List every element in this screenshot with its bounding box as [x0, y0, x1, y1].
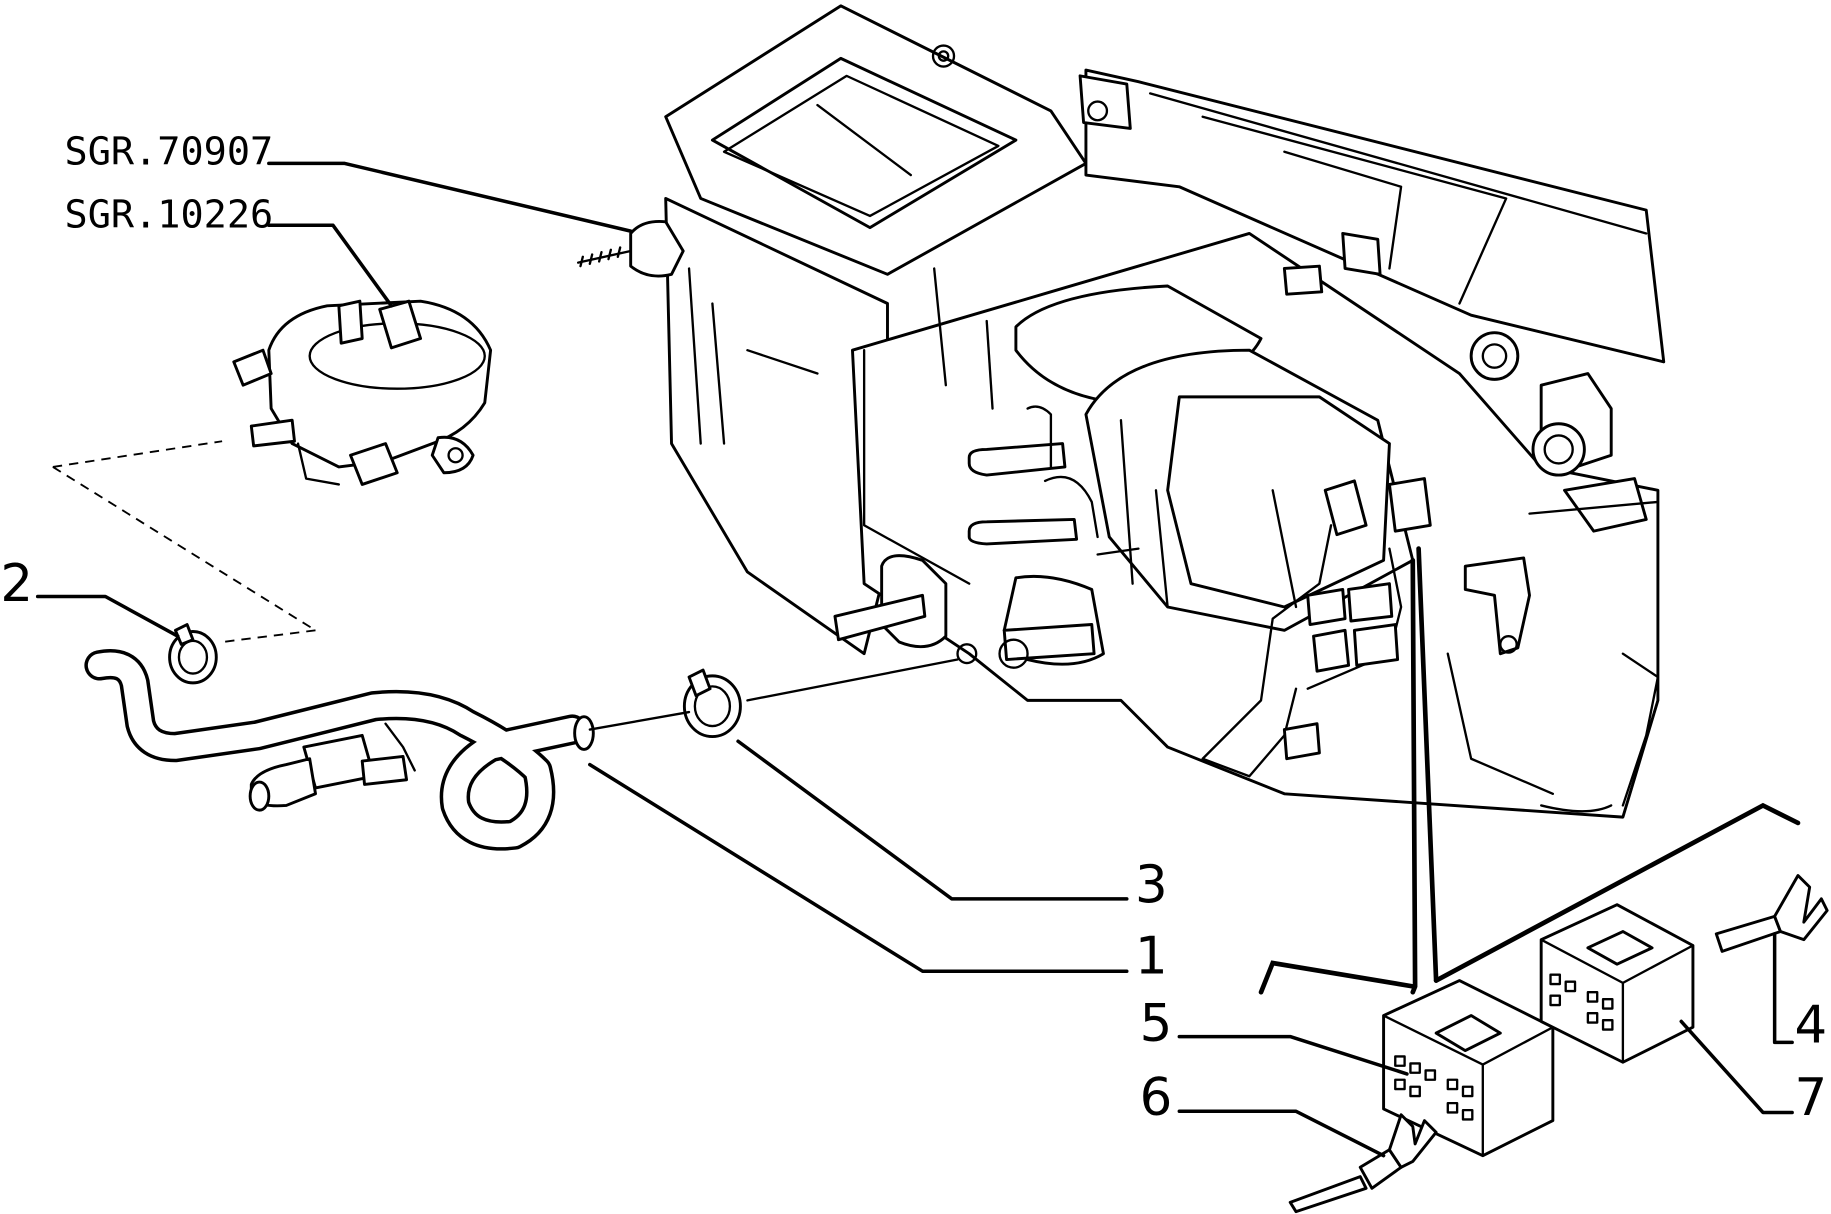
hose-clamp-2	[168, 623, 218, 685]
leader-4	[1772, 932, 1794, 1045]
heater-hose	[84, 649, 595, 851]
leader-1	[588, 762, 1129, 973]
callout-5: 5	[1140, 994, 1173, 1054]
callout-3: 3	[1135, 855, 1168, 915]
callout-2: 2	[0, 554, 33, 614]
callout-7: 7	[1794, 1068, 1827, 1128]
hose-clamp-3	[682, 668, 742, 739]
leader-6	[1177, 1109, 1386, 1158]
terminal-4	[1714, 874, 1829, 953]
leader-lines	[35, 161, 1794, 1158]
terminal-6	[1288, 1113, 1438, 1214]
labels: SGR.70907 SGR.10226 2 3 1 5 6 4 7	[0, 130, 1827, 1128]
assembly-guide-lines	[52, 440, 1801, 995]
leader-7	[1679, 1019, 1794, 1115]
callout-1: 1	[1135, 927, 1168, 987]
ref-sgr-70907: SGR.70907	[65, 130, 274, 175]
callout-4: 4	[1794, 995, 1827, 1055]
heater-housing	[576, 4, 1666, 819]
connector-5	[1382, 979, 1555, 1158]
leader-sgr-70907	[267, 161, 633, 233]
valve-assembly	[232, 299, 493, 486]
leader-5	[1177, 1034, 1409, 1076]
leader-3	[736, 739, 1129, 901]
connector-7	[1539, 903, 1695, 1064]
ref-sgr-10226: SGR.10226	[65, 193, 274, 238]
leader-2	[35, 594, 180, 638]
leader-sgr-10226	[267, 223, 394, 308]
callout-6: 6	[1140, 1068, 1173, 1128]
